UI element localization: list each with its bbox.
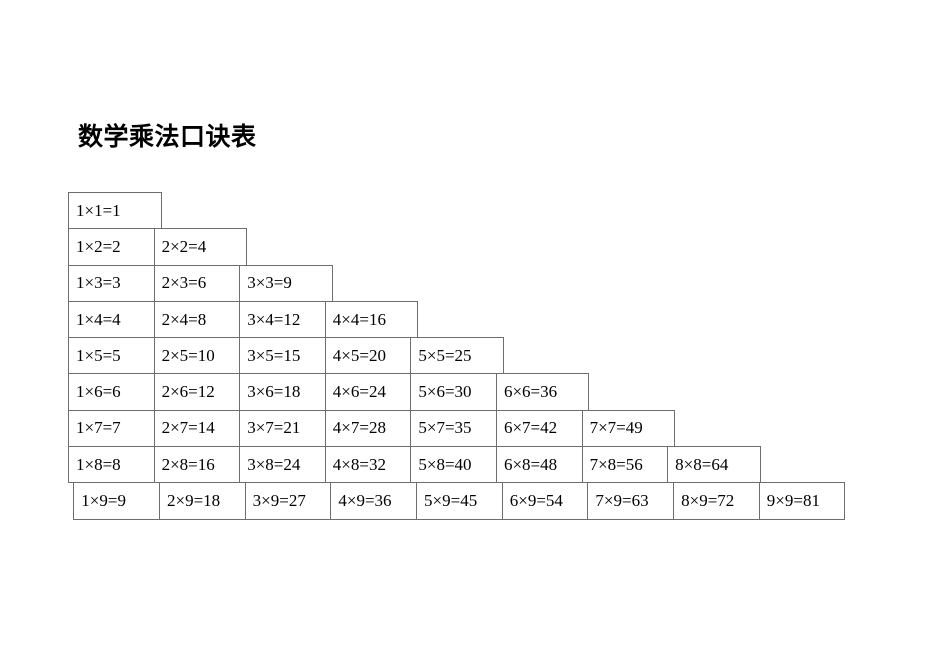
page-title: 数学乘法口诀表 <box>78 123 257 151</box>
table-cell: 5×7=35 <box>410 409 497 448</box>
table-cell: 1×2=2 <box>68 228 155 266</box>
table-cell: 4×6=24 <box>324 373 412 411</box>
table-cell: 3×8=24 <box>239 446 326 484</box>
table-cell: 8×8=64 <box>667 446 761 484</box>
table-row: 1×8=8 2×8=16 3×8=24 4×8=32 5×8=40 6×8=48… <box>68 446 845 484</box>
table-cell: 4×9=36 <box>330 482 418 520</box>
table-row: 1×2=2 2×2=4 <box>68 228 845 266</box>
table-cell: 6×8=48 <box>495 446 583 484</box>
table-row: 1×5=5 2×5=10 3×5=15 4×5=20 5×5=25 <box>68 337 845 375</box>
table-row: 1×3=3 2×3=6 3×3=9 <box>68 264 845 302</box>
table-row: 1×7=7 2×7=14 3×7=21 4×7=28 5×7=35 6×7=42… <box>68 409 845 448</box>
table-cell: 8×9=72 <box>673 482 760 520</box>
table-row: 1×6=6 2×6=12 3×6=18 4×6=24 5×6=30 6×6=36 <box>68 373 845 411</box>
table-cell: 3×5=15 <box>239 337 326 375</box>
table-cell: 1×4=4 <box>68 300 155 339</box>
table-cell: 6×9=54 <box>501 482 589 520</box>
table-cell: 5×6=30 <box>410 373 497 411</box>
table-cell: 1×1=1 <box>68 192 162 230</box>
table-cell: 1×7=7 <box>68 409 155 448</box>
table-cell: 3×4=12 <box>239 300 326 339</box>
table-cell: 3×3=9 <box>239 264 333 302</box>
table-cell: 1×8=8 <box>68 446 155 484</box>
table-cell: 2×2=4 <box>153 228 248 266</box>
table-cell: 2×4=8 <box>153 300 241 339</box>
table-cell: 2×9=18 <box>158 482 246 520</box>
table-cell: 1×9=9 <box>73 482 160 520</box>
table-cell: 1×3=3 <box>68 264 155 302</box>
table-cell: 2×5=10 <box>153 337 241 375</box>
table-cell: 3×9=27 <box>244 482 332 520</box>
table-cell: 6×6=36 <box>495 373 590 411</box>
table-cell: 4×8=32 <box>324 446 412 484</box>
table-cell: 4×4=16 <box>324 300 419 339</box>
table-cell: 3×6=18 <box>239 373 326 411</box>
multiplication-table: 1×1=1 1×2=2 2×2=4 1×3=3 2×3=6 3×3=9 1×4=… <box>68 192 846 520</box>
table-cell: 2×6=12 <box>153 373 241 411</box>
table-row: 1×1=1 <box>68 192 845 230</box>
table-cell: 5×9=45 <box>416 482 503 520</box>
table-cell: 5×5=25 <box>410 337 504 375</box>
table-cell: 9×9=81 <box>758 482 846 520</box>
table-cell: 4×5=20 <box>324 337 412 375</box>
table-cell: 2×7=14 <box>153 409 241 448</box>
table-row: 1×9=9 2×9=18 3×9=27 4×9=36 5×9=45 6×9=54… <box>73 482 846 520</box>
table-cell: 7×8=56 <box>581 446 669 484</box>
table-cell: 4×7=28 <box>324 409 412 448</box>
table-cell: 1×5=5 <box>68 337 155 375</box>
table-cell: 2×3=6 <box>153 264 241 302</box>
table-cell: 7×9=63 <box>587 482 675 520</box>
table-row: 1×4=4 2×4=8 3×4=12 4×4=16 <box>68 300 845 339</box>
table-cell: 7×7=49 <box>581 409 676 448</box>
table-cell: 1×6=6 <box>68 373 155 411</box>
table-cell: 2×8=16 <box>153 446 241 484</box>
table-cell: 5×8=40 <box>410 446 497 484</box>
table-cell: 6×7=42 <box>495 409 583 448</box>
table-cell: 3×7=21 <box>239 409 326 448</box>
